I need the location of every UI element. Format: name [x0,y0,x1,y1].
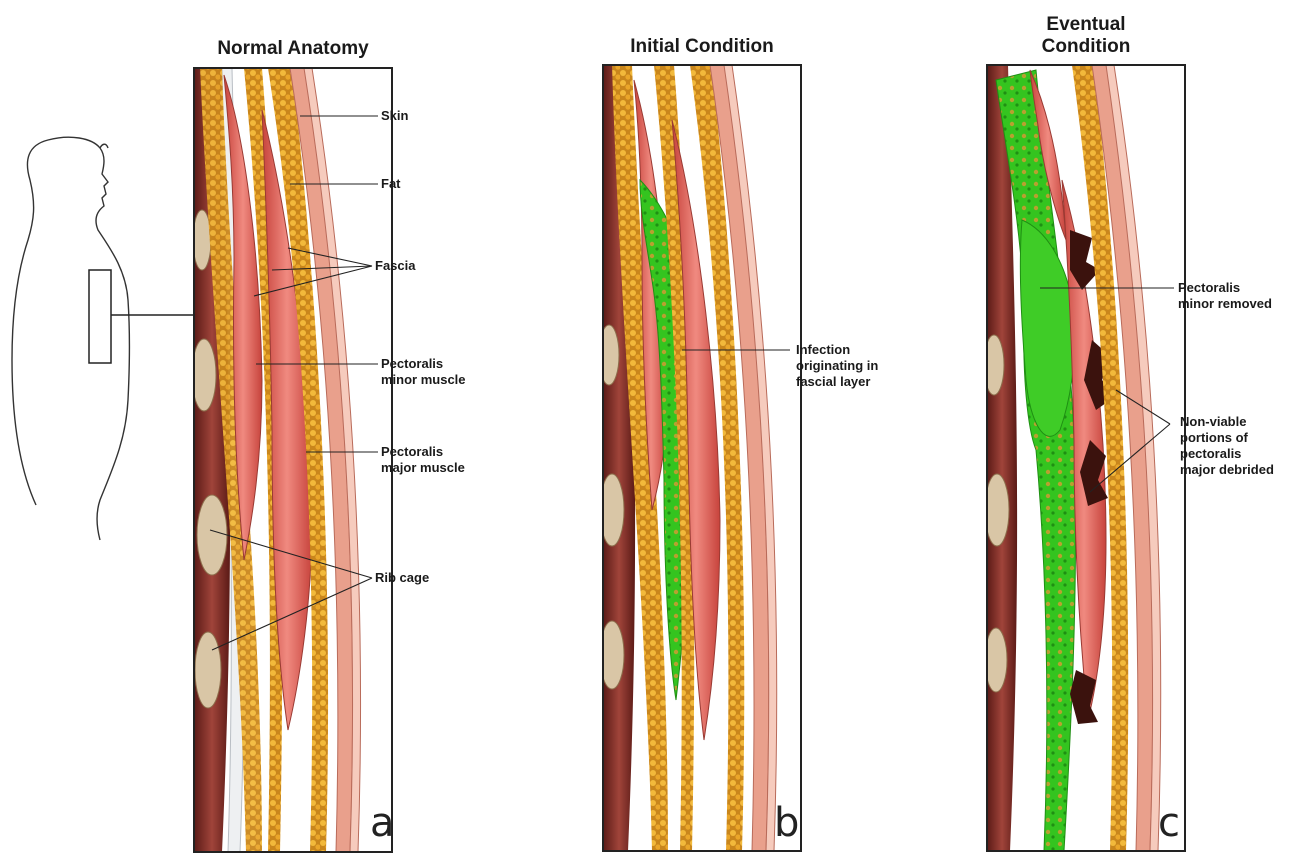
panel-c-letter: c [1158,800,1180,846]
label-pectoralis-major: Pectoralis major muscle [381,444,465,476]
label-infection: Infection originating in fascial layer [796,342,878,390]
label-pectoralis-minor: Pectoralis minor muscle [381,356,466,388]
panel-c-title-line2: Condition [987,36,1185,58]
label-pectoralis-minor-line2: minor muscle [381,372,466,388]
label-nonviable-line4: major debrided [1180,462,1274,478]
rib [195,632,221,708]
rib [197,495,227,575]
human-silhouette [12,137,130,540]
label-nonviable-line1: Non-viable [1180,414,1274,430]
panel-c-title-line1: Eventual [987,14,1185,36]
panel-c-title: Eventual Condition [987,14,1185,58]
label-removed-line1: Pectoralis [1178,280,1272,296]
panel-b-cross-section [599,65,801,851]
region-marker-box [89,270,111,363]
label-pectoralis-minor-line1: Pectoralis [381,356,466,372]
label-infection-line2: originating in [796,358,878,374]
rib [985,628,1007,692]
panel-a-letter: a [370,800,395,846]
label-nonviable-line2: portions of [1180,430,1274,446]
rib [192,339,216,411]
label-pectoralis-major-line2: major muscle [381,460,465,476]
panel-c-cross-section [984,65,1185,851]
panel-a-title: Normal Anatomy [194,38,392,60]
label-infection-line3: fascial layer [796,374,878,390]
label-fascia: Fascia [375,258,415,274]
label-nonviable-line3: pectoralis [1180,446,1274,462]
label-infection-line1: Infection [796,342,878,358]
rib [193,210,211,270]
label-pectoralis-major-line1: Pectoralis [381,444,465,460]
label-removed-line2: minor removed [1178,296,1272,312]
label-non-viable: Non-viable portions of pectoralis major … [1180,414,1274,478]
rib [985,474,1009,546]
label-rib-cage: Rib cage [375,570,429,586]
label-skin: Skin [381,108,408,124]
label-pectoralis-minor-removed: Pectoralis minor removed [1178,280,1272,312]
panel-b-letter: b [774,800,799,846]
panel-b-title: Initial Condition [603,36,801,58]
label-fat: Fat [381,176,401,192]
panel-a-cross-section [192,68,392,852]
